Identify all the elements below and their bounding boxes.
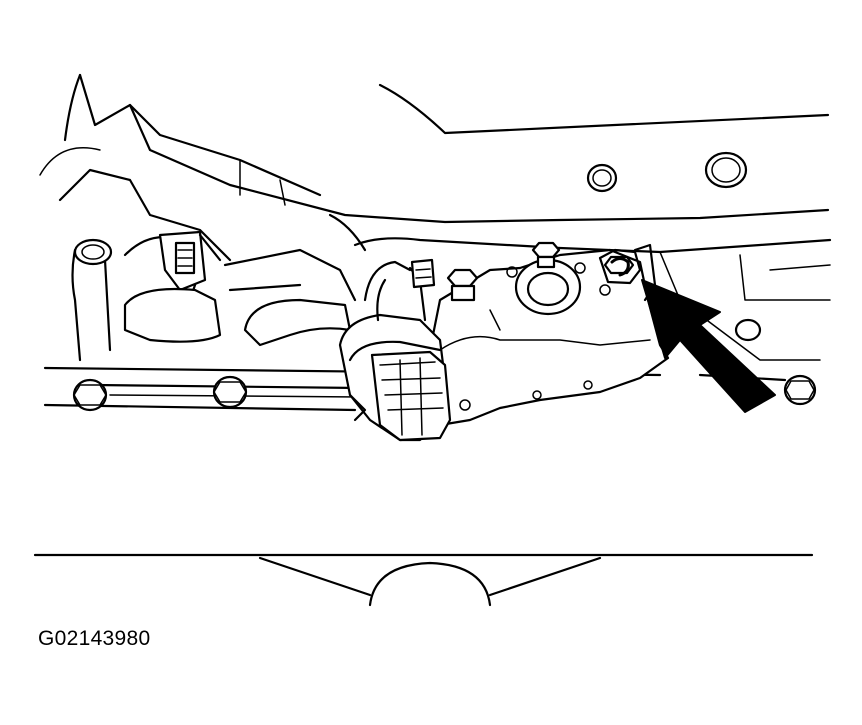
sensor-bolt (598, 248, 642, 285)
bolt-middle (212, 375, 248, 409)
transmission-housing (418, 241, 670, 427)
oil-pan (33, 553, 814, 607)
pointer-arrow (641, 279, 776, 413)
housing-bolt-center (446, 268, 479, 302)
left-components (58, 168, 357, 362)
harness-connector (338, 258, 452, 442)
body-floor-pan (39, 73, 830, 224)
frame-holes (586, 151, 748, 193)
bolt-right (783, 374, 817, 406)
figure-id-label: G02143980 (38, 627, 151, 650)
housing-bolt-top (531, 241, 561, 269)
bolt-left (72, 378, 108, 412)
